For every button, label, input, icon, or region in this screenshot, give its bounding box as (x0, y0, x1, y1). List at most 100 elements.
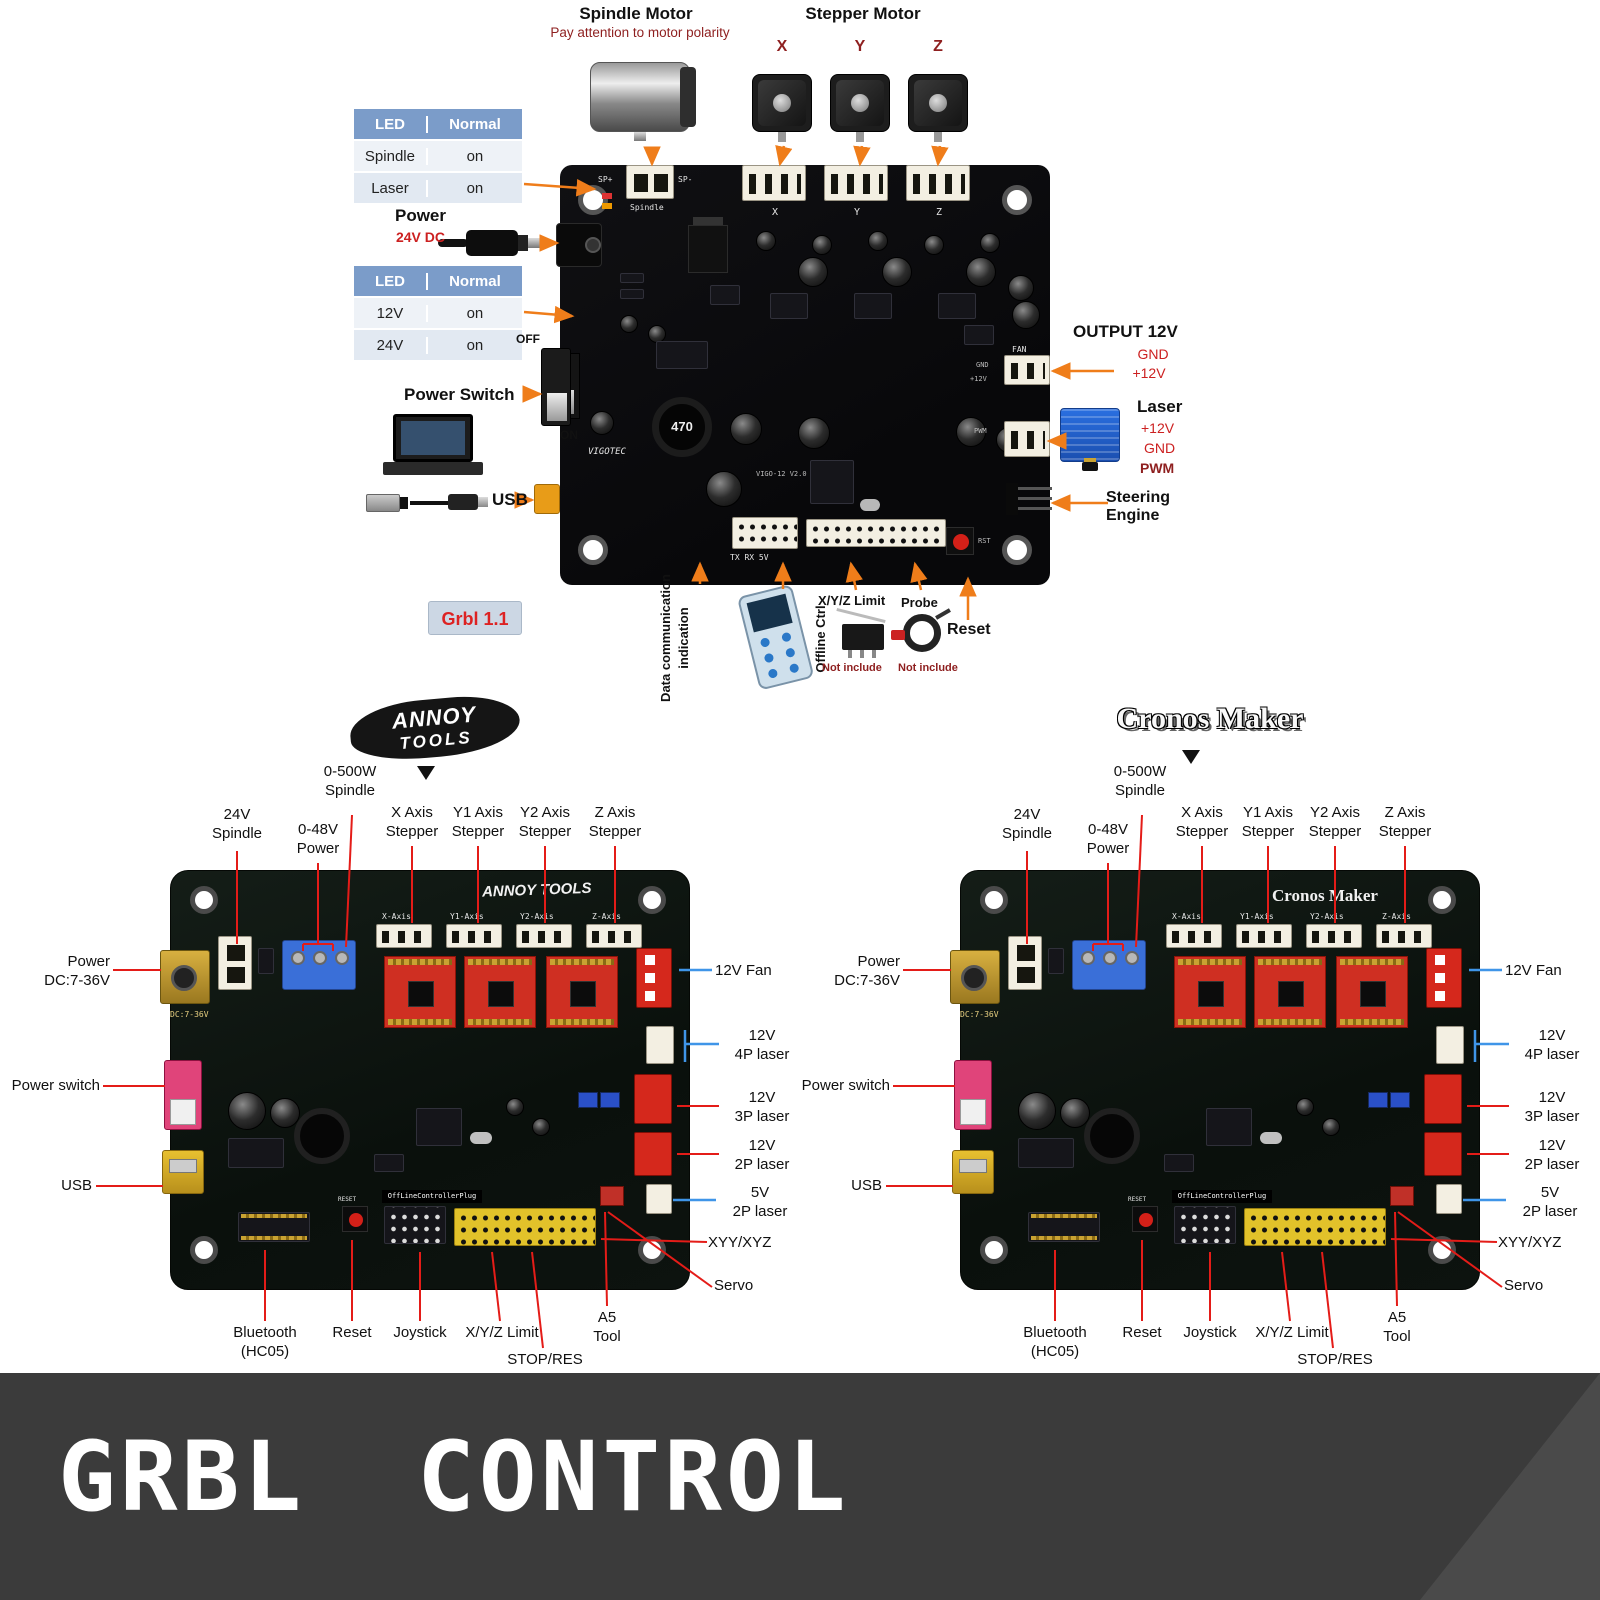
laser-3p-connector (634, 1074, 672, 1124)
usb-label: USB (492, 490, 528, 509)
mcu-chip (810, 460, 854, 504)
table-header: LED (354, 272, 428, 290)
capacitor (956, 417, 986, 447)
label-bluetooth: Bluetooth(HC05) (233, 1324, 297, 1360)
laser-5v-connector (646, 1184, 672, 1214)
silk-x: X (772, 207, 779, 218)
laser-gnd: GND (1144, 440, 1176, 456)
table-header: Normal (449, 272, 501, 290)
table-cell: on (466, 179, 484, 197)
limit-pin-header (1244, 1208, 1386, 1246)
a5-connector (1390, 1186, 1414, 1206)
not-include-label: Not include (822, 662, 882, 674)
x-stepper-connector (742, 165, 806, 201)
silk-reset: RESET (1128, 1196, 1147, 1203)
label-power-switch: Power switch (11, 1077, 100, 1094)
table-cell: 12V (354, 304, 428, 322)
mounting-hole (980, 886, 1008, 914)
main-board: SP+ SP- Spindle X Y Z (552, 165, 1052, 585)
table-header: Normal (449, 115, 501, 133)
jumper-block (578, 1092, 598, 1108)
label-servo: Servo (714, 1277, 754, 1294)
silk-12v: +12V (970, 375, 987, 383)
diode (620, 273, 644, 283)
driver-module (464, 956, 536, 1028)
jumper-block (1390, 1092, 1410, 1108)
cronos-board: Cronos Maker X-Axis Y1-Axis Y2-Axis Z-Ax… (802, 702, 1580, 1368)
mounting-hole (578, 535, 608, 565)
stepper-motor-image-y (830, 74, 890, 142)
label-bluetooth: Bluetooth(HC05) (1023, 1324, 1087, 1360)
laser-title: Laser (1137, 397, 1183, 416)
reset-button-component (946, 527, 974, 555)
silk-spindle: Spindle (630, 203, 664, 212)
table-cell: on (466, 147, 484, 165)
inductor (294, 1108, 350, 1164)
capacitor (1296, 1098, 1314, 1116)
grbl-badge: Grbl 1.1 (428, 601, 522, 635)
spindle-24v-connector (218, 936, 252, 990)
label-xyy-xyz: XYY/XYZ (1498, 1234, 1562, 1251)
silk-y1-axis: Y1-Axis (1240, 912, 1274, 921)
spindle-motor-image (590, 52, 705, 144)
silk-fan: FAN (1012, 345, 1027, 354)
spindle-motor-title: Spindle Motor (579, 4, 693, 23)
driver-chip (770, 293, 808, 319)
silk-y2-axis: Y2-Axis (520, 912, 554, 921)
capacitor (270, 1098, 300, 1128)
logo-pointer (1182, 750, 1200, 764)
dc-plug-image (438, 222, 546, 264)
banner: GRBL CONTROL (0, 1373, 1600, 1600)
y1-axis-connector (446, 924, 502, 948)
laser-pwm: PWM (1140, 460, 1175, 476)
output-gnd: GND (1137, 346, 1169, 362)
silk-y1-axis: Y1-Axis (450, 912, 484, 921)
capacitor (706, 471, 742, 507)
silk-brand: VIGOTEC (588, 447, 626, 457)
capacitor (1008, 275, 1034, 301)
status-led (602, 193, 612, 199)
capacitor (1060, 1098, 1090, 1128)
label-usb: USB (61, 1177, 92, 1194)
output-12v-title: OUTPUT 12V (1073, 322, 1178, 341)
silk-x-axis: X-Axis (1172, 912, 1201, 921)
banner-diagonal (1420, 1373, 1600, 1600)
mounting-hole (1002, 535, 1032, 565)
mounting-hole (190, 886, 218, 914)
voltage-regulator (693, 217, 723, 227)
buck-converter (228, 1138, 284, 1168)
laser-plus12v: +12V (1141, 420, 1175, 436)
capacitor (924, 235, 944, 255)
mounting-hole (980, 1236, 1008, 1264)
silk-sp-plus: SP+ (598, 175, 613, 184)
driver-module (384, 956, 456, 1028)
label-reset: Reset (332, 1324, 372, 1341)
laptop-image (383, 414, 483, 478)
table-cell: on (466, 336, 484, 354)
z-axis-connector (586, 924, 642, 948)
silk-y: Y (854, 207, 861, 218)
capacitor (1012, 301, 1040, 329)
power-switch-label: Power Switch (404, 385, 515, 404)
capacitor (882, 257, 912, 287)
label-power-switch: Power switch (801, 1077, 890, 1094)
y2-axis-connector (1306, 924, 1362, 948)
dc-jack (160, 950, 210, 1004)
silk-dc: DC:7-36V (960, 1010, 999, 1019)
